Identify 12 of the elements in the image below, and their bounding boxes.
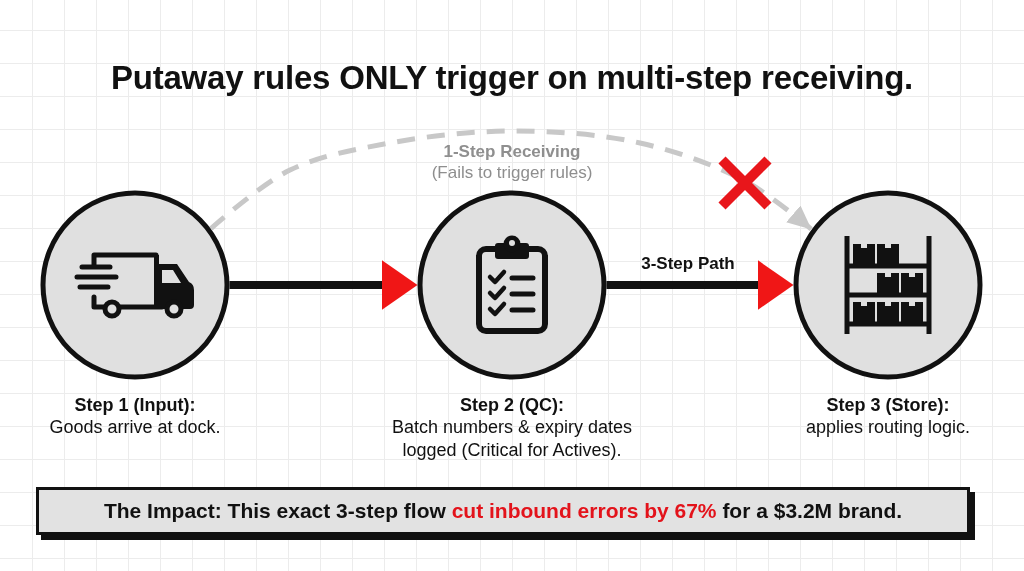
step-heading: Step 2 (QC):	[460, 394, 564, 416]
edge-label: 1-Step Receiving	[443, 142, 581, 162]
step-heading: Step 1 (Input):	[74, 394, 196, 416]
dashed-arrow	[209, 128, 814, 232]
step-description: Batch numbers & expiry dates logged (Critical for Actives).	[390, 416, 634, 462]
impact-statement: The Impact: This exact 3-step flow cut inbound errors by 67% for a $3.2M brand.	[103, 498, 903, 524]
title: Putaway rules ONLY trigger on multi-step receiving.	[110, 58, 914, 98]
step-heading: Step 3 (Store):	[826, 394, 950, 416]
edge-label: 3-Step Path	[641, 254, 735, 274]
step-description: Goods arrive at dock.	[49, 416, 221, 439]
annotation-text: (Fails to trigger rules)	[431, 163, 593, 183]
step-description: applies routing logic.	[805, 416, 971, 439]
